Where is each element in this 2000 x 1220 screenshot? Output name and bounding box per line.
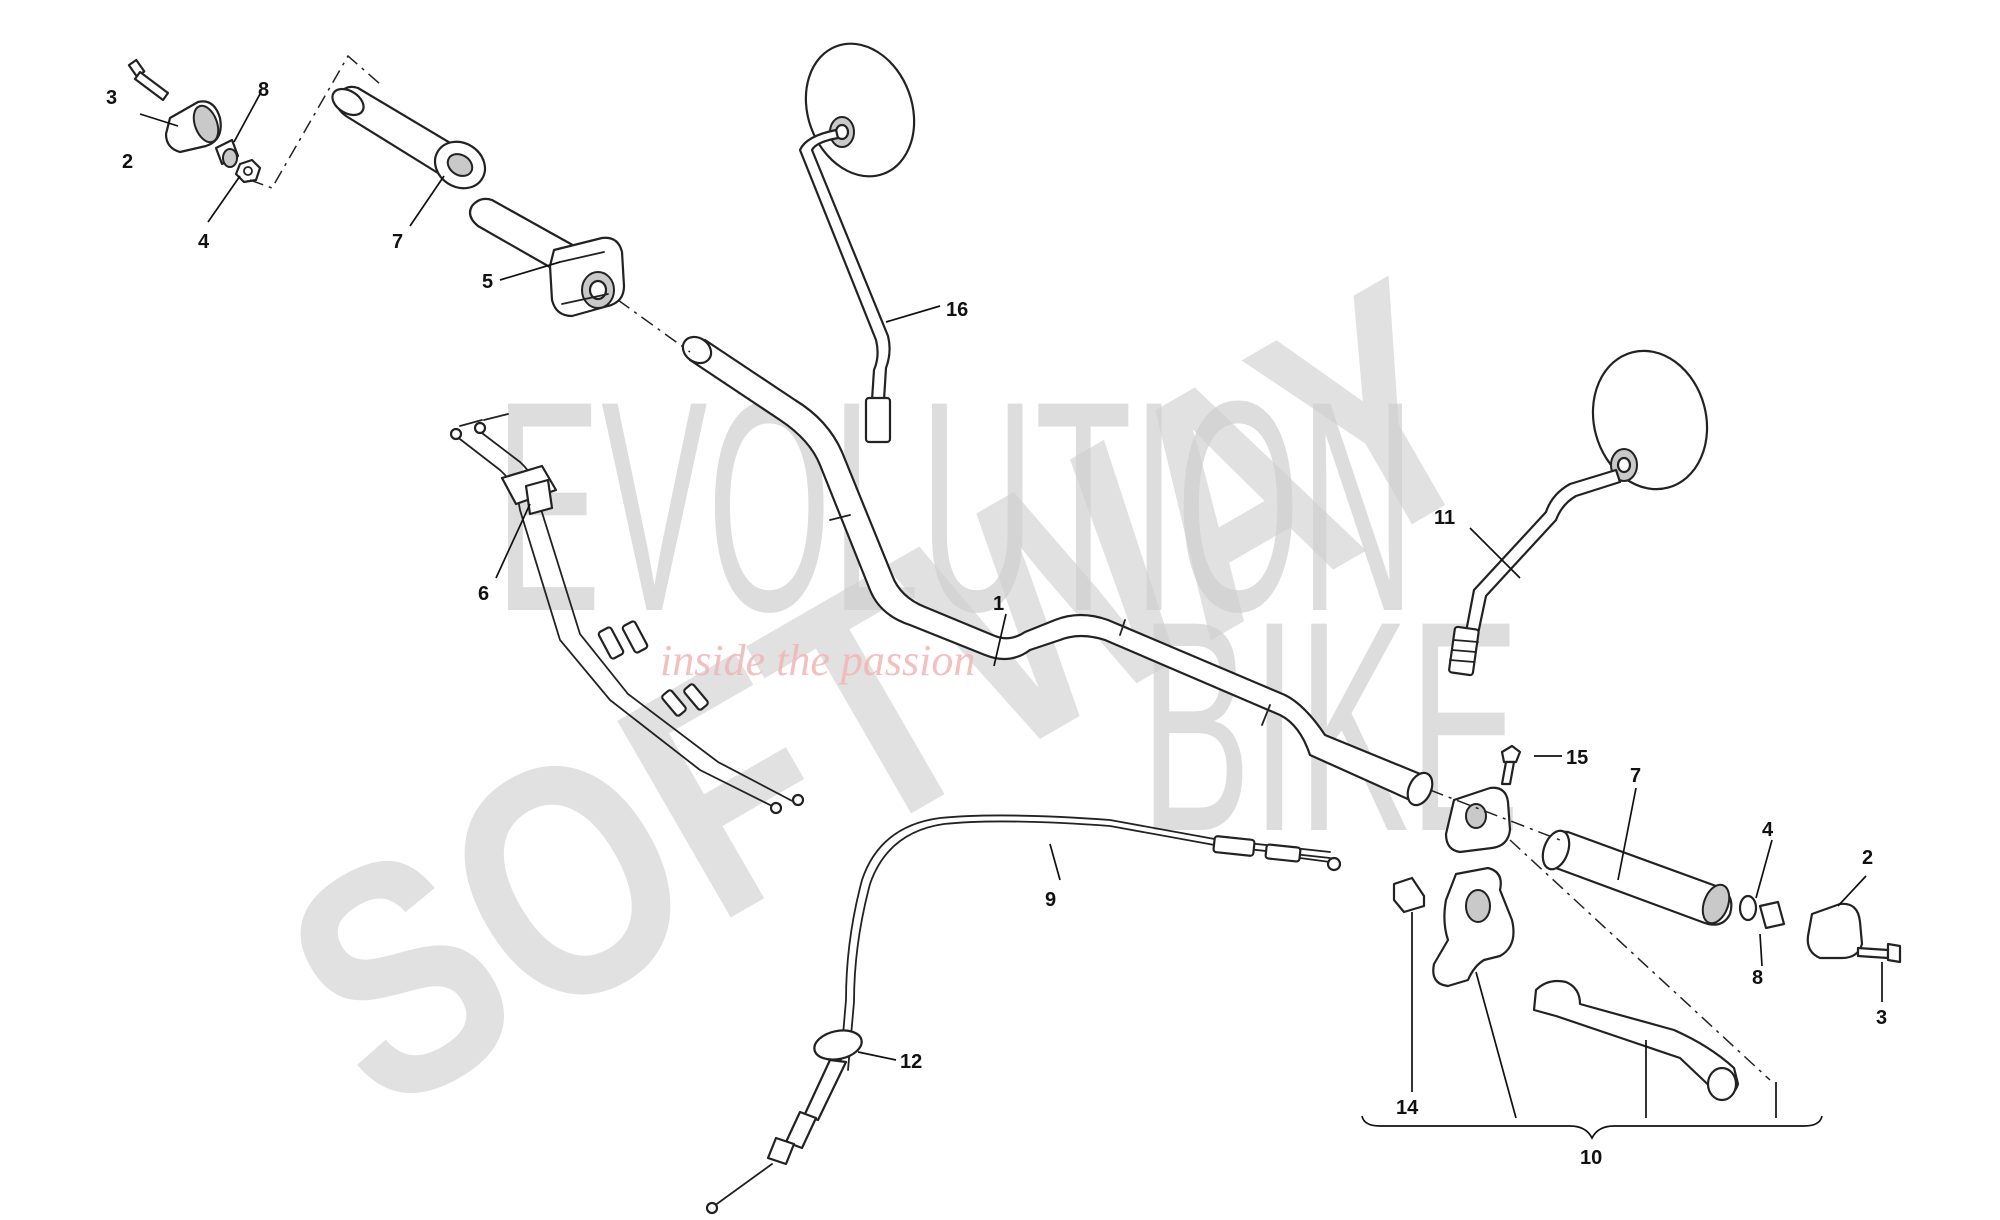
nut-icon: [234, 158, 262, 184]
callout-5: 5: [482, 271, 493, 293]
callouts: 1 2 2 3 3 4 4 5 6 7 7 8 8 9 10 11 12 14 …: [106, 79, 1887, 1169]
callout-1: 1: [993, 593, 1004, 615]
callout-12: 12: [900, 1051, 922, 1073]
handlebar-icon: [681, 335, 1434, 807]
bolt-icon: [127, 58, 170, 102]
bolt-icon: [1500, 744, 1522, 786]
callout-15: 15: [1566, 747, 1588, 769]
callout-2-left: 2: [122, 151, 133, 173]
callout-11: 11: [1434, 507, 1455, 529]
right-controls-group: [1392, 744, 1902, 1102]
callout-2-right: 2: [1862, 847, 1873, 869]
callout-10: 10: [1580, 1147, 1602, 1169]
callout-7-left: 7: [392, 231, 403, 253]
callout-8-right: 8: [1752, 967, 1763, 989]
bar-end-weight-icon: [164, 100, 222, 154]
callout-7-right: 7: [1630, 765, 1641, 787]
grip-icon: [331, 85, 487, 190]
callout-4-left: 4: [198, 231, 210, 253]
spacer-icon: [214, 138, 240, 168]
watermark-tagline: inside the passion: [660, 636, 975, 685]
callout-8-left: 8: [258, 79, 269, 101]
callout-3-left: 3: [106, 87, 117, 109]
callout-14: 14: [1396, 1097, 1419, 1119]
cable-icon: [705, 814, 1342, 1215]
leader-lines: [139, 93, 1883, 1140]
left-bar-end-group: [127, 54, 381, 189]
cable-icon: [449, 413, 805, 815]
callout-6: 6: [478, 583, 489, 605]
callout-4-right: 4: [1762, 819, 1774, 841]
callout-3-right: 3: [1876, 1007, 1887, 1029]
watermark-brand-main: EVOLUTION: [495, 338, 1415, 674]
mirror-icon: [1448, 349, 1709, 677]
throttle-tube-icon: [468, 197, 691, 353]
mirror-icon: [798, 42, 916, 444]
callout-16: 16: [946, 299, 968, 321]
callout-9: 9: [1045, 889, 1056, 911]
